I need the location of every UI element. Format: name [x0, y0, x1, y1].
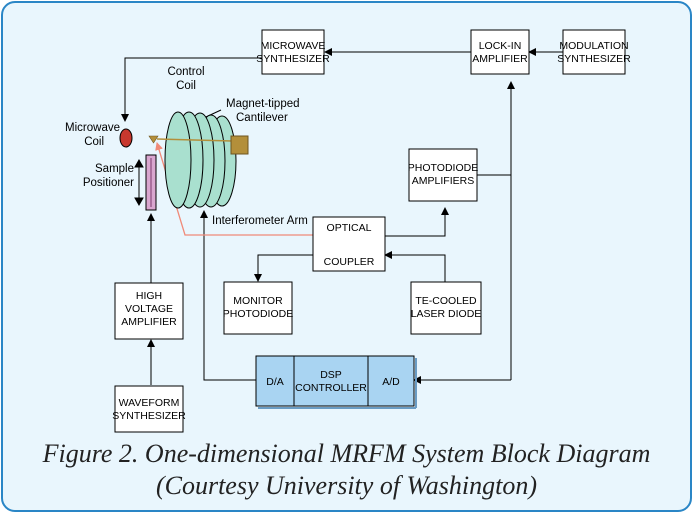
- lockin-label-2: AMPLIFIER: [472, 53, 528, 65]
- monitor-label-1: MONITOR: [233, 295, 283, 307]
- ad-label: A/D: [382, 376, 400, 388]
- microwave-coil-label-1: Microwave: [65, 122, 120, 134]
- block-microwave-synthesizer: MICROWAVE SYNTHESIZER: [256, 29, 330, 75]
- block-monitor-photodiode: MONITOR PHOTODIODE: [223, 281, 293, 335]
- laser-label-1: TE-COOLED: [415, 295, 477, 307]
- arrow-microwave-synth-to-coil: [121, 57, 262, 122]
- dsp-label-2: CONTROLLER: [295, 382, 367, 394]
- interferometer-arm-label: Interferometer Arm: [212, 215, 308, 227]
- block-te-cooled-laser-diode: TE-COOLED LASER DIODE: [410, 281, 482, 335]
- block-lockin-amplifier: LOCK-IN AMPLIFIER: [470, 29, 530, 75]
- monitor-label-2: PHOTODIODE: [223, 308, 293, 320]
- da-label: D/A: [266, 376, 284, 388]
- laser-label-2: LASER DIODE: [411, 308, 482, 320]
- lockin-label-1: LOCK-IN: [479, 40, 522, 52]
- photodiode-amps-label-2: AMPLIFIERS: [412, 175, 474, 187]
- hv-amp-label-1: HIGH: [136, 290, 162, 302]
- magnet-block: [230, 135, 249, 155]
- microwave-coil: [119, 128, 133, 148]
- waveform-label-1: WAVEFORM: [119, 397, 180, 409]
- control-coil: [156, 111, 237, 209]
- sample-positioner-label-2: Positioner: [83, 177, 134, 189]
- block-modulation-synthesizer: MODULATION SYNTHESIZER: [557, 29, 631, 75]
- dsp-label-1: DSP: [320, 369, 342, 381]
- arrow-coupler-to-monitor: [254, 254, 313, 282]
- microwave-coil-label-2: Coil: [84, 136, 104, 148]
- cantilever-label-2: Cantilever: [236, 112, 288, 124]
- block-optical-coupler: OPTICAL COUPLER: [312, 216, 386, 272]
- positioner-travel-down-head: [134, 197, 144, 207]
- arrow-da-to-control-coil: [200, 210, 256, 381]
- block-dsp-controller: D/A DSP CONTROLLER A/D: [255, 355, 417, 409]
- caption-line-1: Figure 2. One-dimensional MRFM System Bl…: [42, 439, 651, 468]
- block-photodiode-amplifiers: PHOTODIODE AMPLIFIERS: [408, 148, 478, 202]
- cantilever-label-1: Magnet-tipped: [226, 98, 300, 110]
- photodiode-amps-label-1: PHOTODIODE: [408, 162, 478, 174]
- modulation-label-1: MODULATION: [559, 40, 628, 52]
- control-coil-label-1: Control: [167, 66, 204, 78]
- microwave-synth-label-1: MICROWAVE: [261, 40, 326, 52]
- control-coil-label-2: Coil: [176, 80, 196, 92]
- caption-line-2: (Courtesy University of Washington): [155, 471, 538, 500]
- arrow-laser-to-coupler: [384, 251, 446, 282]
- microwave-synth-label-2: SYNTHESIZER: [256, 53, 330, 65]
- cantilever-tip: [148, 135, 159, 144]
- modulation-label-2: SYNTHESIZER: [557, 53, 631, 65]
- sample-positioner-label-1: Sample: [95, 163, 134, 175]
- optical-coupler-label-top: OPTICAL: [327, 222, 372, 234]
- figure-caption: Figure 2. One-dimensional MRFM System Bl…: [0, 438, 693, 502]
- block-high-voltage-amplifier: HIGH VOLTAGE AMPLIFIER: [114, 282, 184, 340]
- waveform-label-2: SYNTHESIZER: [112, 410, 186, 422]
- block-waveform-synthesizer: WAVEFORM SYNTHESIZER: [112, 385, 186, 433]
- hv-amp-label-2: VOLTAGE: [125, 303, 173, 315]
- optical-coupler-label-bottom: COUPLER: [324, 256, 375, 268]
- hv-amp-label-3: AMPLIFIER: [121, 316, 177, 328]
- positioner-travel-up-head: [134, 158, 144, 168]
- arrow-coupler-to-photodiode-amps: [384, 207, 449, 237]
